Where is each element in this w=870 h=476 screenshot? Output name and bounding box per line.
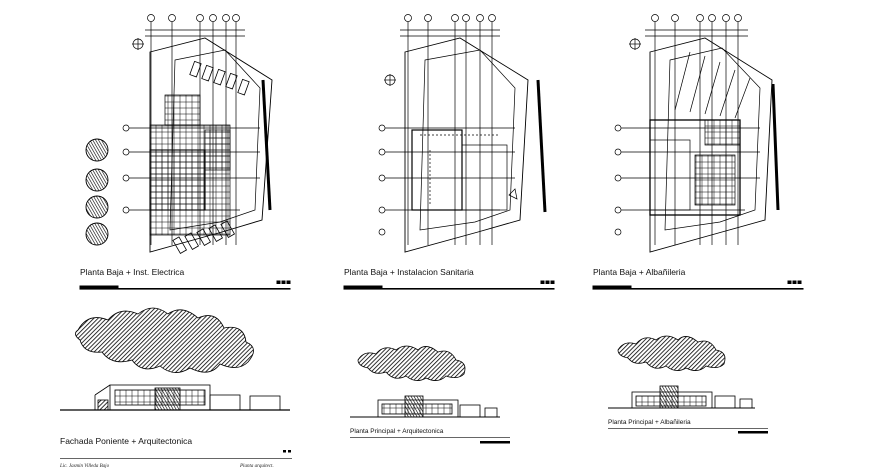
- caption-planta-principal-albanileria: Planta Principal + Albañileria: [608, 419, 691, 426]
- cloud-hatch-icon: [75, 307, 254, 373]
- planta-principal-albanileria: [608, 335, 755, 409]
- scale-bar-icon-row-1: [79, 280, 804, 290]
- plan-electrica: [85, 14, 273, 254]
- tree-symbol-icon-column: [85, 138, 109, 246]
- caption-fachada-poniente: Fachada Poniente + Arquitectonica: [60, 436, 192, 446]
- scale-bar-icon-principal-arq: [350, 437, 510, 444]
- north-arrow-icon: [629, 38, 641, 50]
- scale-bar-icon-principal-alb: [608, 428, 768, 434]
- cloud-hatch-icon: [617, 335, 726, 371]
- north-arrow-icon: [132, 38, 144, 50]
- caption-planta-principal-arquitectonica: Planta Principal + Arquitectonica: [350, 428, 444, 435]
- signature-left: Lic. Jasmin Villeda Bajo: [59, 464, 110, 469]
- fachada-poniente: [60, 307, 290, 411]
- grid-markers-top: [400, 14, 500, 245]
- planta-principal-arquitectonica: [350, 345, 500, 418]
- scale-bar-icon-fachada: [60, 450, 292, 459]
- car-symbol-icon-row-top: [189, 60, 250, 96]
- plan-albanileria: [614, 14, 780, 253]
- caption-plan-electrica: Planta Baja + Inst. Electrica: [80, 267, 184, 277]
- north-arrow-icon: [384, 74, 396, 86]
- plan-sanitaria: [378, 14, 547, 253]
- car-symbol-icon-row-bottom: [172, 220, 236, 254]
- caption-plan-sanitaria: Planta Baja + Instalacion Sanitaria: [344, 267, 474, 277]
- signature-right: Planta arquitect.: [239, 464, 274, 469]
- cloud-hatch-icon: [357, 345, 466, 381]
- caption-plan-albanileria: Planta Baja + Albañileria: [593, 267, 686, 277]
- grid-markers-left: [378, 124, 515, 236]
